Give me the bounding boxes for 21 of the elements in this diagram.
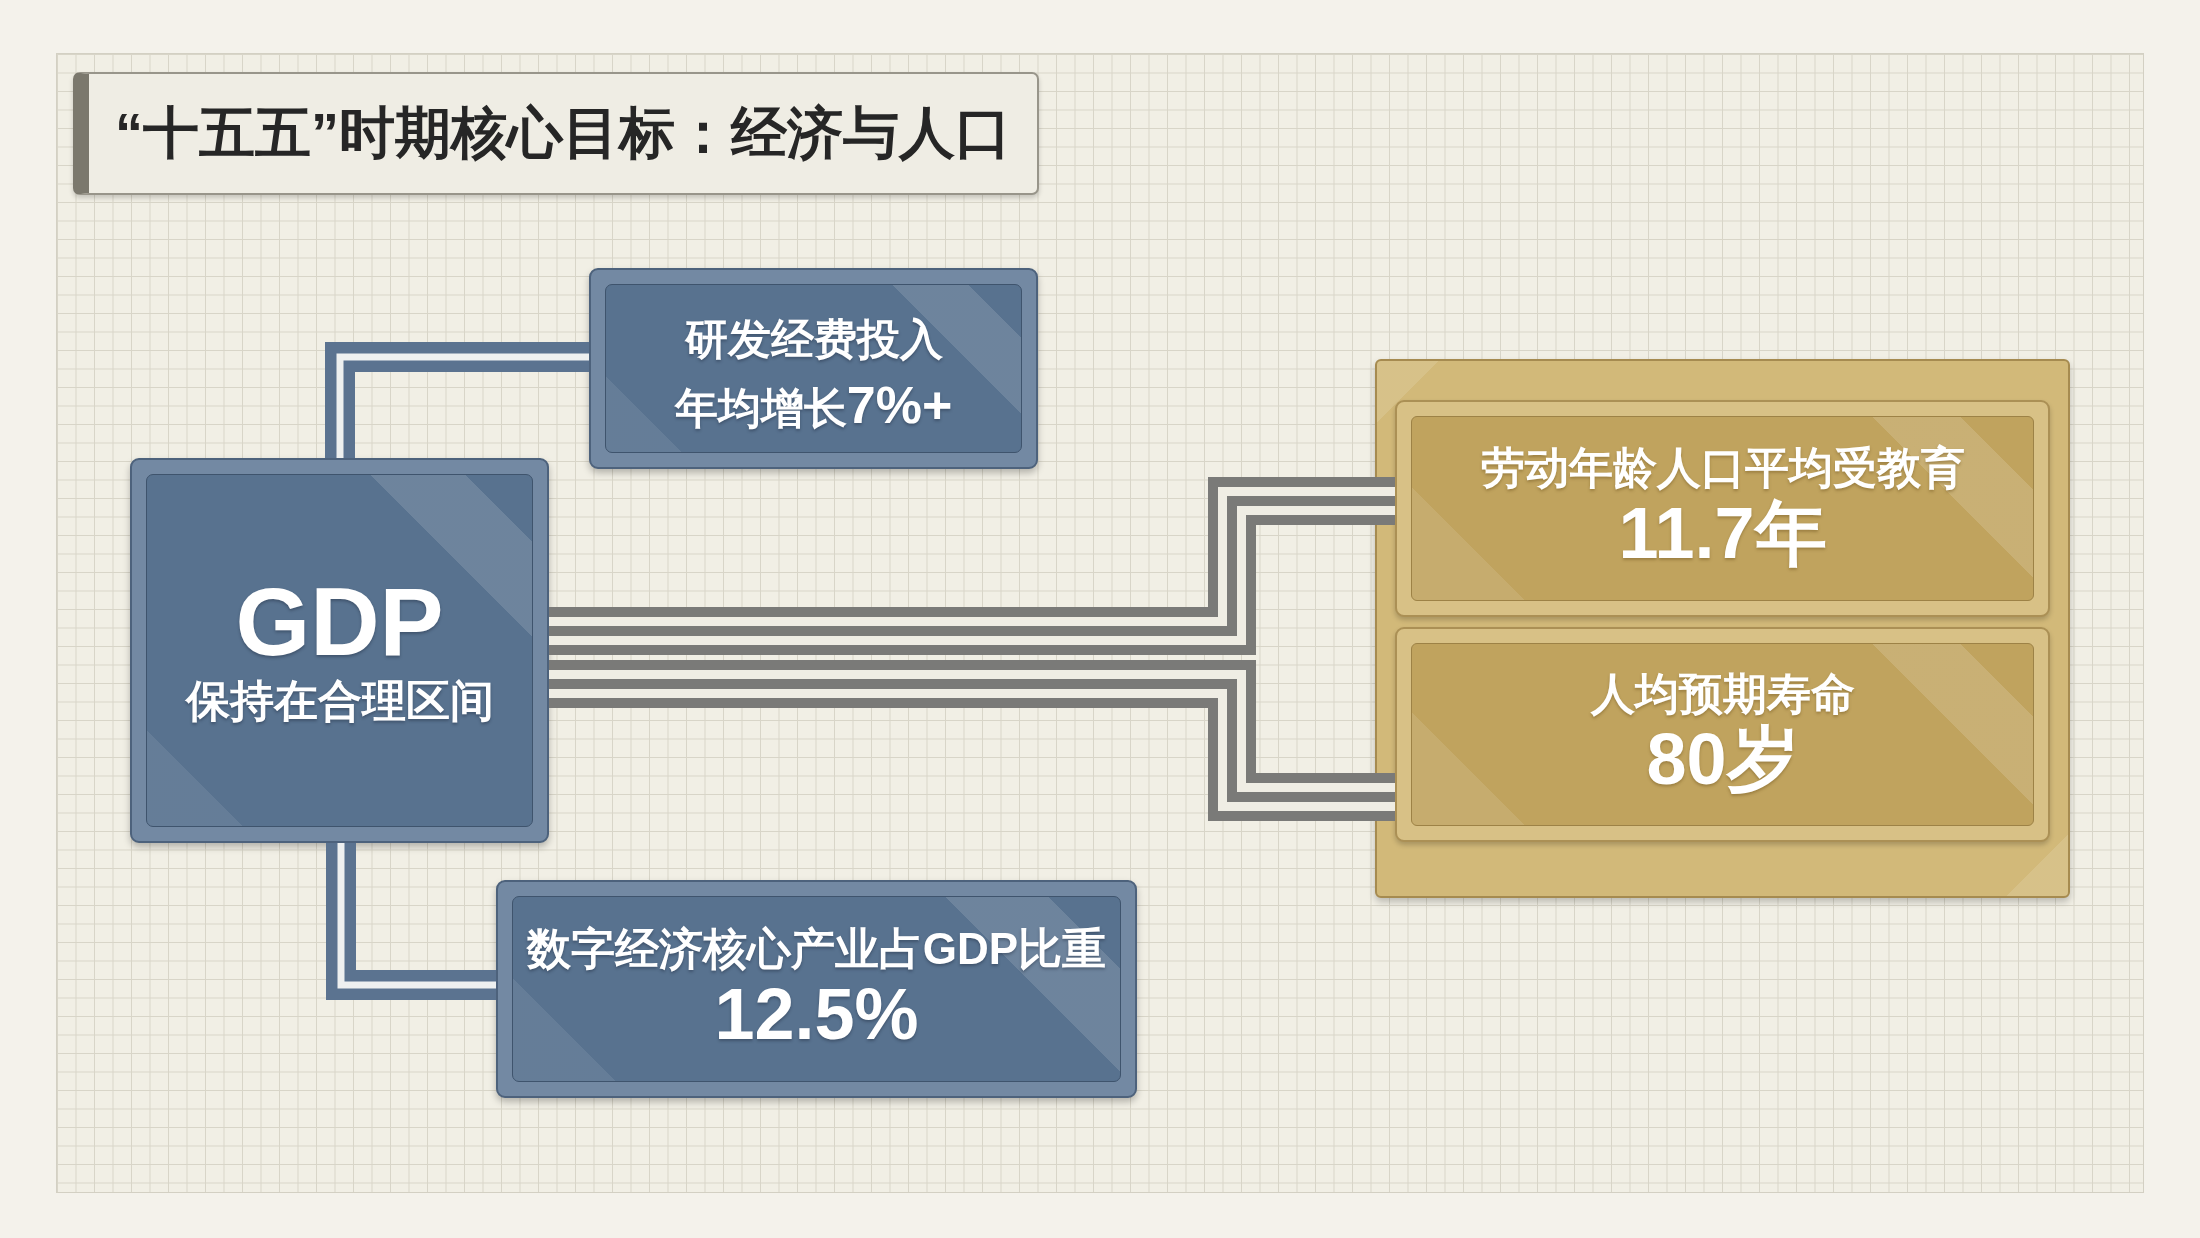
metric-card — [496, 880, 1137, 1098]
label-text: 保持在合理区间 — [185, 674, 494, 727]
connector — [549, 660, 1395, 821]
connector — [549, 477, 1395, 655]
title-banner: “十五五”时期核心目标：经济与人口 — [73, 72, 1039, 195]
label-text: 研发经费投入 — [684, 314, 943, 365]
metric-card — [1395, 400, 2050, 617]
connector — [325, 342, 589, 458]
label-text: 人均预期寿命 — [1590, 668, 1855, 720]
group-panel — [1375, 359, 2070, 898]
metric-card — [589, 268, 1038, 469]
value-text: 12.5% — [714, 977, 919, 1056]
connector — [326, 843, 496, 1000]
label-text: 劳动年龄人口平均受教育 — [1480, 442, 1965, 494]
label-text: 年均增长7%+ — [674, 377, 953, 436]
metric-card — [130, 458, 549, 843]
label-text: 数字经济核心产业占GDP比重 — [526, 922, 1107, 975]
value-text: 11.7年 — [1618, 497, 1827, 575]
heading-text: GDP — [235, 573, 444, 670]
metric-card — [1395, 627, 2050, 842]
value-text: 80岁 — [1646, 723, 1799, 801]
